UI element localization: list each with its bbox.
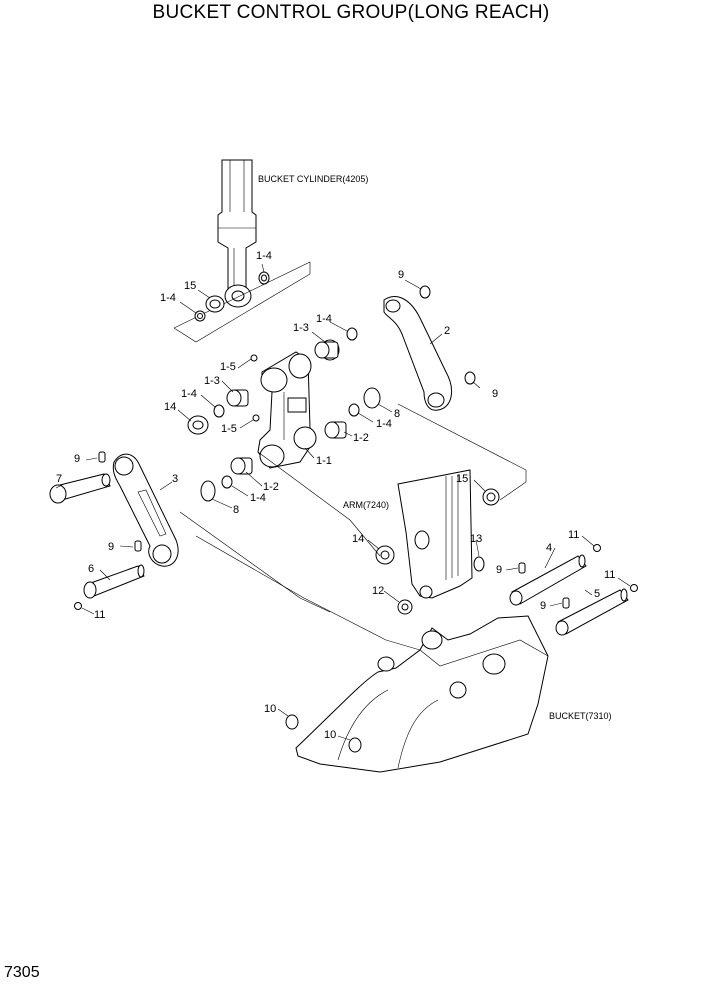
callout-1-4: 1-4 — [250, 492, 266, 504]
callout-15: 15 — [456, 473, 468, 485]
arm — [397, 469, 473, 599]
callout-11: 11 — [568, 529, 579, 541]
callout-1-2: 1-2 — [263, 481, 279, 493]
callout-1-4: 1-4 — [181, 388, 197, 400]
callout-14: 14 — [352, 533, 364, 545]
bucket-ref: BUCKET(7310) — [549, 711, 612, 721]
callout-12: 12 — [372, 585, 384, 597]
callout-1-4: 1-4 — [256, 250, 272, 262]
link-1 — [257, 351, 317, 469]
callout-1-2: 1-2 — [353, 432, 369, 444]
callout-11: 11 — [94, 609, 105, 621]
pin-6 — [83, 564, 145, 599]
callout-10: 10 — [324, 729, 336, 741]
callout-14: 14 — [164, 401, 176, 413]
callout-1-5: 1-5 — [221, 423, 237, 435]
pin-7 — [49, 473, 111, 504]
callout-5: 5 — [594, 588, 600, 600]
callout-15: 15 — [184, 280, 196, 292]
callout-13: 13 — [470, 533, 482, 545]
callout-9: 9 — [540, 600, 546, 612]
bucket — [295, 615, 549, 773]
callout-4: 4 — [546, 542, 552, 554]
page-number: 7305 — [4, 964, 40, 981]
callout-2: 2 — [444, 325, 450, 337]
callout-1-3: 1-3 — [293, 322, 309, 334]
callout-9: 9 — [74, 453, 80, 465]
arm-ref: ARM(7240) — [343, 500, 389, 510]
leader-lines — [55, 263, 631, 741]
callout-1-1: 1-1 — [316, 455, 332, 467]
pin-4 — [509, 554, 587, 606]
callout-9: 9 — [108, 541, 114, 553]
callout-1-4: 1-4 — [316, 313, 332, 325]
bucket-cylinder — [217, 159, 257, 308]
callout-1-4: 1-4 — [160, 292, 176, 304]
callout-1-4: 1-4 — [376, 418, 392, 430]
link-2 — [383, 296, 453, 411]
bucket-cylinder-ref: BUCKET CYLINDER(4205) — [258, 174, 368, 184]
callout-1-5: 1-5 — [220, 361, 236, 373]
callout-8: 8 — [233, 504, 239, 516]
callout-6: 6 — [88, 563, 94, 575]
callout-11: 11 — [604, 569, 615, 581]
pin-5 — [555, 588, 629, 636]
link-3 — [112, 453, 179, 567]
callout-10: 10 — [264, 703, 276, 715]
callout-9: 9 — [496, 564, 502, 576]
callout-3: 3 — [172, 473, 178, 485]
callout-7: 7 — [56, 473, 62, 485]
callout-8: 8 — [394, 408, 400, 420]
callout-9: 9 — [492, 388, 498, 400]
page-title: BUCKET CONTROL GROUP(LONG REACH) — [152, 2, 550, 23]
callout-labels: 1-4 15 1-4 1-4 1-3 9 2 1-5 1-3 1-4 9 14 … — [56, 250, 615, 741]
callout-1-3: 1-3 — [204, 375, 220, 387]
callout-9: 9 — [398, 269, 404, 281]
